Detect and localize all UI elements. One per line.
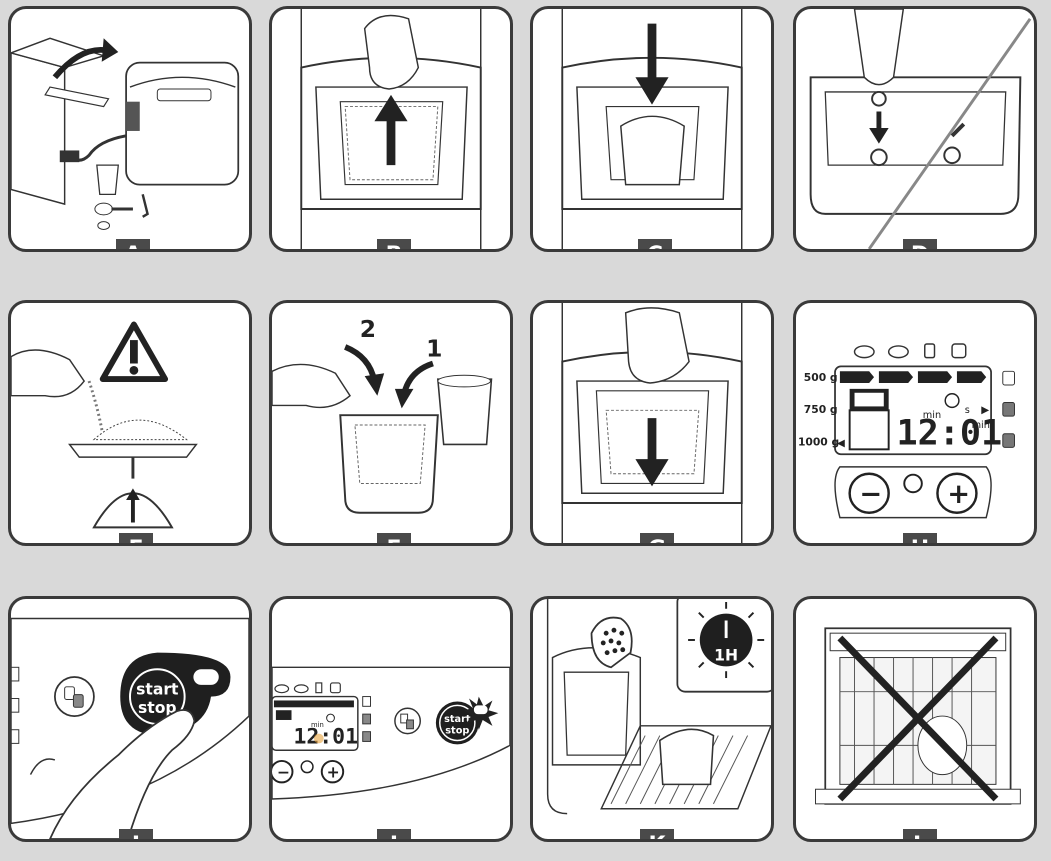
add-ingredients-illustration: 2 1 [272, 315, 493, 514]
panel-label: J [377, 829, 411, 839]
panel-label: D [903, 239, 937, 249]
panel-k: 1H K [530, 596, 774, 842]
insert-pan-illustration [561, 9, 743, 249]
panel-h: 12:01 min s min 500 g 750 g 1000 g − + H [793, 300, 1037, 546]
plus-button [936, 472, 978, 514]
panel-label: E [119, 533, 153, 543]
panel-label: C [638, 239, 672, 249]
panel-label: F [377, 533, 411, 543]
panel-label: H [903, 533, 937, 543]
no-dishwasher-illustration [815, 627, 1021, 805]
lcd-time: 12:01 [896, 412, 1002, 453]
svg-text:−: − [277, 764, 290, 782]
panel-label: K [640, 829, 674, 839]
panel-a: A [8, 6, 252, 252]
timer-icon [944, 393, 960, 409]
unit-min: min [923, 410, 941, 421]
panel-label: A [116, 239, 150, 249]
panel-d: D [793, 6, 1037, 252]
svg-text:−: − [859, 479, 882, 510]
unit-min: min [311, 721, 324, 729]
unit-s: s [965, 405, 970, 416]
weight-500: 500 g [804, 371, 838, 384]
step-1-label: 1 [426, 335, 442, 363]
program-icons [853, 343, 967, 359]
warning-icon [99, 321, 169, 383]
remove-pan-illustration [300, 9, 482, 249]
panel-b: B [269, 6, 513, 252]
panel-f: 2 1 F [269, 300, 513, 546]
unboxing-illustration [11, 37, 240, 230]
control-panel-illustration: 12:01 min s min 500 g 750 g 1000 g − + [798, 343, 1015, 519]
panel-c: C [530, 6, 774, 252]
no-dishwasher-icon [837, 635, 999, 802]
press-start-illustration: start stop [11, 617, 249, 839]
panel-label: B [377, 239, 411, 249]
minus-button [848, 472, 890, 514]
stop-label: stop [445, 726, 469, 737]
panel-i: start stop I [8, 596, 252, 842]
step-2-label: 2 [360, 315, 376, 343]
svg-text:+: + [327, 764, 340, 782]
panel-e: E [8, 300, 252, 546]
timer-icon [903, 473, 923, 494]
recipe-book-icon [854, 392, 884, 407]
panel-g: G [530, 300, 774, 546]
panel-label: L [903, 829, 937, 839]
weight-1000: 1000 g [798, 435, 839, 448]
lcd-time: 12:01 [293, 724, 358, 749]
timer-label: 1H [714, 646, 738, 664]
panel-l: L [793, 596, 1037, 842]
running-display-illustration: 12:01 min start stop − + [272, 666, 510, 800]
weight-750: 750 g [804, 403, 838, 416]
panel-label: G [640, 533, 674, 543]
attach-paddle-illustration [809, 9, 1032, 249]
timer-icon [300, 760, 314, 774]
weigh-ingredients-illustration [11, 321, 198, 529]
place-pan-illustration [561, 303, 743, 543]
unit-min-2: min [972, 420, 990, 431]
remove-bread-illustration: 1H [546, 599, 771, 815]
stop-label: stop [138, 699, 177, 717]
panel-label: I [119, 829, 153, 839]
start-label: start [444, 714, 471, 725]
svg-text:+: + [947, 479, 970, 510]
panel-j: 12:01 min start stop − + J [269, 596, 513, 842]
start-label: start [136, 681, 179, 699]
